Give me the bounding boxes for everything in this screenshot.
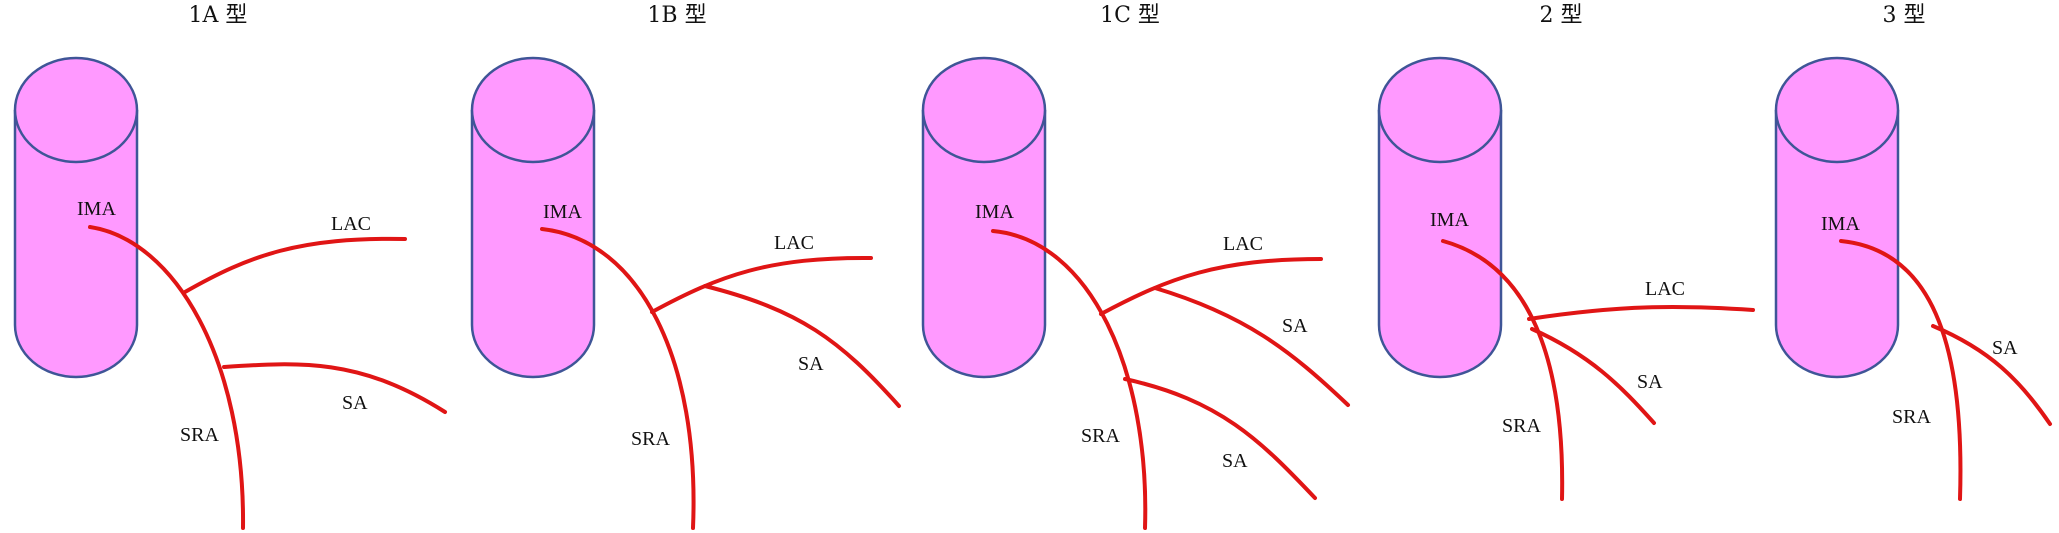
panel-1b-cylinder-body <box>470 110 596 379</box>
panel-2-cylinder-top <box>1377 56 1503 164</box>
panel-1a-aorta-cylinder <box>13 56 139 379</box>
panel-1c-sa-lower-branch <box>1123 377 1317 500</box>
panel-1c-label-sa-upper: SA <box>1282 315 1308 337</box>
panel-3-cylinder-body <box>1774 110 1900 379</box>
panel-2-aorta-cylinder <box>1377 56 1503 379</box>
panel-1a: 1A 型 IMA LAC SA SRA <box>13 3 447 530</box>
panel-1c-lac-branch <box>1099 257 1323 316</box>
panel-2-ima-sra-trunk <box>1441 239 1565 501</box>
panel-1b-title: 1B 型 <box>647 3 706 28</box>
panel-1c-label-sa-lower: SA <box>1222 450 1248 472</box>
panel-1c: 1C 型 IMA LAC SA SA SRA <box>921 3 1350 530</box>
panel-1c-label-ima: IMA <box>975 201 1014 223</box>
panel-1a-cylinder-top <box>13 56 139 164</box>
panel-3-label-ima: IMA <box>1821 213 1860 235</box>
panel-1a-label-ima: IMA <box>77 198 116 220</box>
panel-1a-label-lac: LAC <box>331 213 371 235</box>
panel-1b-sa-branch <box>703 284 901 408</box>
panel-2-label-sra: SRA <box>1502 415 1541 437</box>
panel-1b-label-ima: IMA <box>543 201 582 223</box>
panel-1b-aorta-cylinder <box>470 56 596 379</box>
panel-3-ima-sra-trunk <box>1839 239 1963 501</box>
panel-1b-label-sa: SA <box>798 353 824 375</box>
panel-1c-title: 1C 型 <box>1100 3 1160 28</box>
panel-1a-cylinder-body <box>13 110 139 379</box>
panel-1b-label-lac: LAC <box>774 232 814 254</box>
panel-2-label-ima: IMA <box>1430 209 1469 231</box>
panel-1b-cylinder-top <box>470 56 596 164</box>
panel-2-label-sa: SA <box>1637 371 1663 393</box>
panel-1b-ima-sra-trunk <box>540 227 696 530</box>
panel-1b-lac-branch <box>650 255 873 314</box>
panel-3-title: 3 型 <box>1883 3 1926 28</box>
panel-1c-cylinder-body <box>921 110 1047 379</box>
panel-2-lac-branch <box>1527 304 1755 321</box>
panel-1b: 1B 型 IMA LAC SA SRA <box>470 3 901 530</box>
panel-3-cylinder-top <box>1774 56 1900 164</box>
panel-3-aorta-cylinder <box>1774 56 1900 379</box>
panel-1a-label-sra: SRA <box>180 424 219 446</box>
panel-1c-cylinder-top <box>921 56 1047 164</box>
panel-1b-label-sra: SRA <box>631 428 670 450</box>
panel-1c-sa-upper-branch <box>1153 286 1350 407</box>
panel-2-sa-branch <box>1530 327 1656 425</box>
panel-1a-sa-branch <box>222 362 447 414</box>
panel-3-sa-branch <box>1931 324 2052 426</box>
panel-2-label-lac: LAC <box>1645 278 1685 300</box>
panel-3: 3 型 IMA SA SRA <box>1774 3 2052 501</box>
panel-3-label-sra: SRA <box>1892 406 1931 428</box>
panel-1c-label-sra: SRA <box>1081 425 1120 447</box>
panel-1a-label-sa: SA <box>342 392 368 414</box>
panel-1a-ima-sra-trunk <box>88 225 246 530</box>
panel-2-title: 2 型 <box>1540 3 1583 28</box>
panel-2-cylinder-body <box>1377 110 1503 379</box>
panel-1a-title: 1A 型 <box>189 3 248 28</box>
panel-1c-ima-sra-trunk <box>991 229 1148 530</box>
panel-2: 2 型 IMA LAC SA SRA <box>1377 3 1755 501</box>
panel-3-label-sa: SA <box>1992 337 2018 359</box>
panel-1c-label-lac: LAC <box>1223 233 1263 255</box>
panel-1a-lac-branch <box>183 236 407 294</box>
panel-1c-aorta-cylinder <box>921 56 1047 379</box>
